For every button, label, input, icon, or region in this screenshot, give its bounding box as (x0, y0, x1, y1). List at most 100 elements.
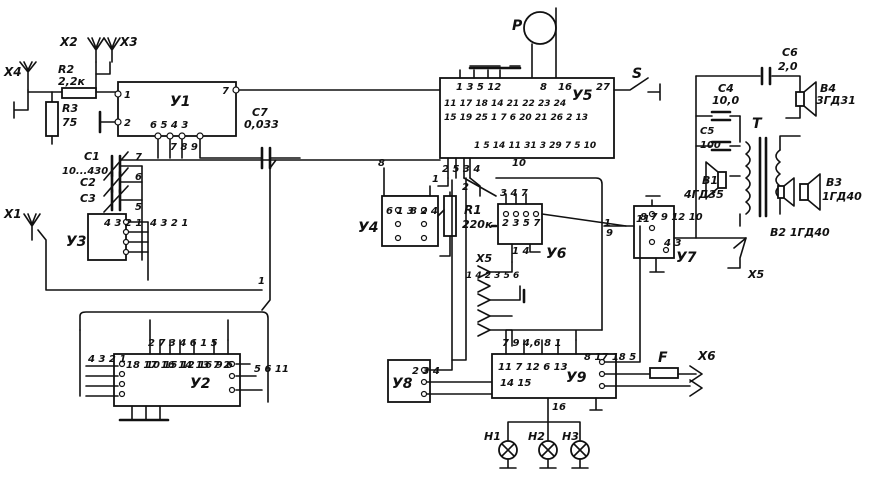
transformer-t (729, 115, 801, 227)
block-u5 (439, 65, 661, 179)
c1-pin: 7 (135, 152, 142, 163)
antenna-x1 (23, 213, 263, 291)
u1-pin1: 1 (124, 90, 131, 101)
u5-out-mid: 10 (512, 158, 526, 169)
c1-value: 10...430 (62, 166, 108, 177)
transformer-t-label: T (752, 116, 763, 132)
net-2-wire (469, 177, 481, 197)
u9-pin16: 16 (552, 402, 566, 413)
b1-name: B1 (702, 174, 718, 187)
block-u4-label: У4 (358, 220, 379, 236)
block-u9 (491, 225, 703, 441)
u1-pins-bottom: 6 5 4 3 (150, 120, 188, 131)
c3-label: C3 (80, 192, 96, 205)
x5-right-pins: 4 3 (663, 238, 681, 249)
u5-below: 1 5 14 11 31 3 29 7 5 10 (474, 141, 596, 151)
b1-value: 4ГД35 (683, 188, 724, 201)
connector-x3-label: X3 (119, 35, 138, 49)
lamp-h2-label: H2 (528, 430, 545, 443)
u7-left-pin: 11 (636, 214, 650, 225)
antenna-x2-x3 (87, 37, 121, 93)
u9-left-pins: 14 15 (500, 378, 531, 389)
c6-name: C6 (782, 46, 798, 59)
block-u5-label: У5 (572, 88, 593, 104)
r3-name: R3 (62, 102, 78, 115)
c5-value: 100 (700, 140, 721, 151)
c2-label: C2 (80, 176, 96, 189)
b4-name: B4 (820, 82, 836, 95)
u1-bottom-wires (157, 138, 183, 159)
fuse-f-label: F (658, 350, 668, 366)
r1-name: R1 (464, 203, 482, 217)
antenna-x4 (13, 61, 53, 119)
block-u2 (79, 311, 269, 422)
c3-pin: 5 (135, 202, 142, 213)
u5-out-left: 2 5 3 4 (442, 164, 480, 175)
net-1-u4: 1 (432, 174, 439, 185)
lamp-h3-label: H3 (562, 430, 579, 443)
block-u7 (603, 195, 747, 273)
connector-x6-label: X6 (697, 349, 716, 363)
b3-value: 1ГД40 (822, 190, 862, 203)
lamp-h2 (538, 440, 558, 469)
block-u2-label: У2 (190, 376, 211, 392)
block-u4 (381, 167, 449, 247)
block-u1-label: У1 (170, 94, 191, 110)
net-1-label: 1 (258, 276, 265, 287)
bus-vertical (261, 164, 271, 311)
c2-pin: 6 (135, 172, 142, 183)
bus-horizontal (119, 159, 441, 169)
lamp-h1 (498, 440, 518, 469)
block-u3 (87, 165, 149, 281)
connector-x5-right-label: X5 (747, 268, 764, 281)
u9-right-pins: 8 17 18 5 (584, 352, 636, 363)
c4-value: 10,0 (712, 94, 739, 107)
c1-label: C1 (84, 150, 100, 163)
connector-x2-label: X2 (59, 35, 78, 49)
connector-x5-plug (477, 261, 526, 347)
u6-row-pins: 2 3 5 7 (502, 218, 540, 229)
net-8-label: 8 (378, 158, 385, 169)
variable-capacitors (103, 151, 143, 213)
c5-name: C5 (700, 126, 714, 137)
speaker-b1 (705, 161, 727, 199)
c7-value: 0,033 (244, 118, 279, 131)
u4-left-pins: 6 1 3 (386, 206, 414, 217)
speaker-b3 (777, 173, 821, 211)
resistor-r1 (437, 191, 457, 257)
c6-value: 2,0 (778, 60, 798, 73)
b4-value: 3ГД31 (816, 94, 856, 107)
resistor-r3 (45, 91, 59, 145)
r1-value: 220к (462, 218, 493, 231)
u1-pin2: 2 (124, 118, 131, 129)
r2-value: 2,2к (58, 75, 85, 88)
u2-left-pins: 18 17 16 14 13 7 2 (126, 360, 230, 371)
capacitors-c4-c5 (695, 75, 741, 239)
u5-to-u8-wire (451, 177, 467, 361)
net-2-label: 2 (462, 182, 469, 193)
u5-pin27: 27 (596, 82, 610, 93)
block-u6 (463, 177, 627, 331)
r3-value: 75 (62, 116, 78, 129)
b2-label: B2 1ГД40 (770, 226, 830, 239)
connector-x5-jack (727, 237, 747, 269)
meter-p (523, 7, 557, 79)
block-u9-label: У9 (566, 370, 587, 386)
u2-right-pins: 5 6 11 (254, 364, 289, 375)
block-u7-label: У7 (676, 250, 697, 266)
block-u1 (98, 81, 441, 140)
block-u8-label: У8 (392, 376, 413, 392)
connector-x5-left-label: X5 (475, 252, 492, 265)
u3-right-pins: 4 3 2 1 (149, 218, 188, 229)
c4-name: C4 (718, 82, 734, 95)
u6-bottom-pins: 1 4 (512, 246, 529, 257)
u5-pin16: 16 (558, 82, 572, 93)
u5-row2: 15 19 25 1 7 6 20 21 26 2 13 (444, 113, 588, 123)
u9-top-pins: 7 9 4,6 8 1 (502, 338, 561, 349)
u1-pins-under: 7 8 9 (170, 142, 198, 153)
connector-x1-label: X1 (3, 207, 22, 221)
connector-x4-label: X4 (3, 65, 22, 79)
u5-row1: 11 17 18 14 21 22 23 24 (444, 99, 566, 109)
switch-s-label: S (632, 66, 642, 82)
